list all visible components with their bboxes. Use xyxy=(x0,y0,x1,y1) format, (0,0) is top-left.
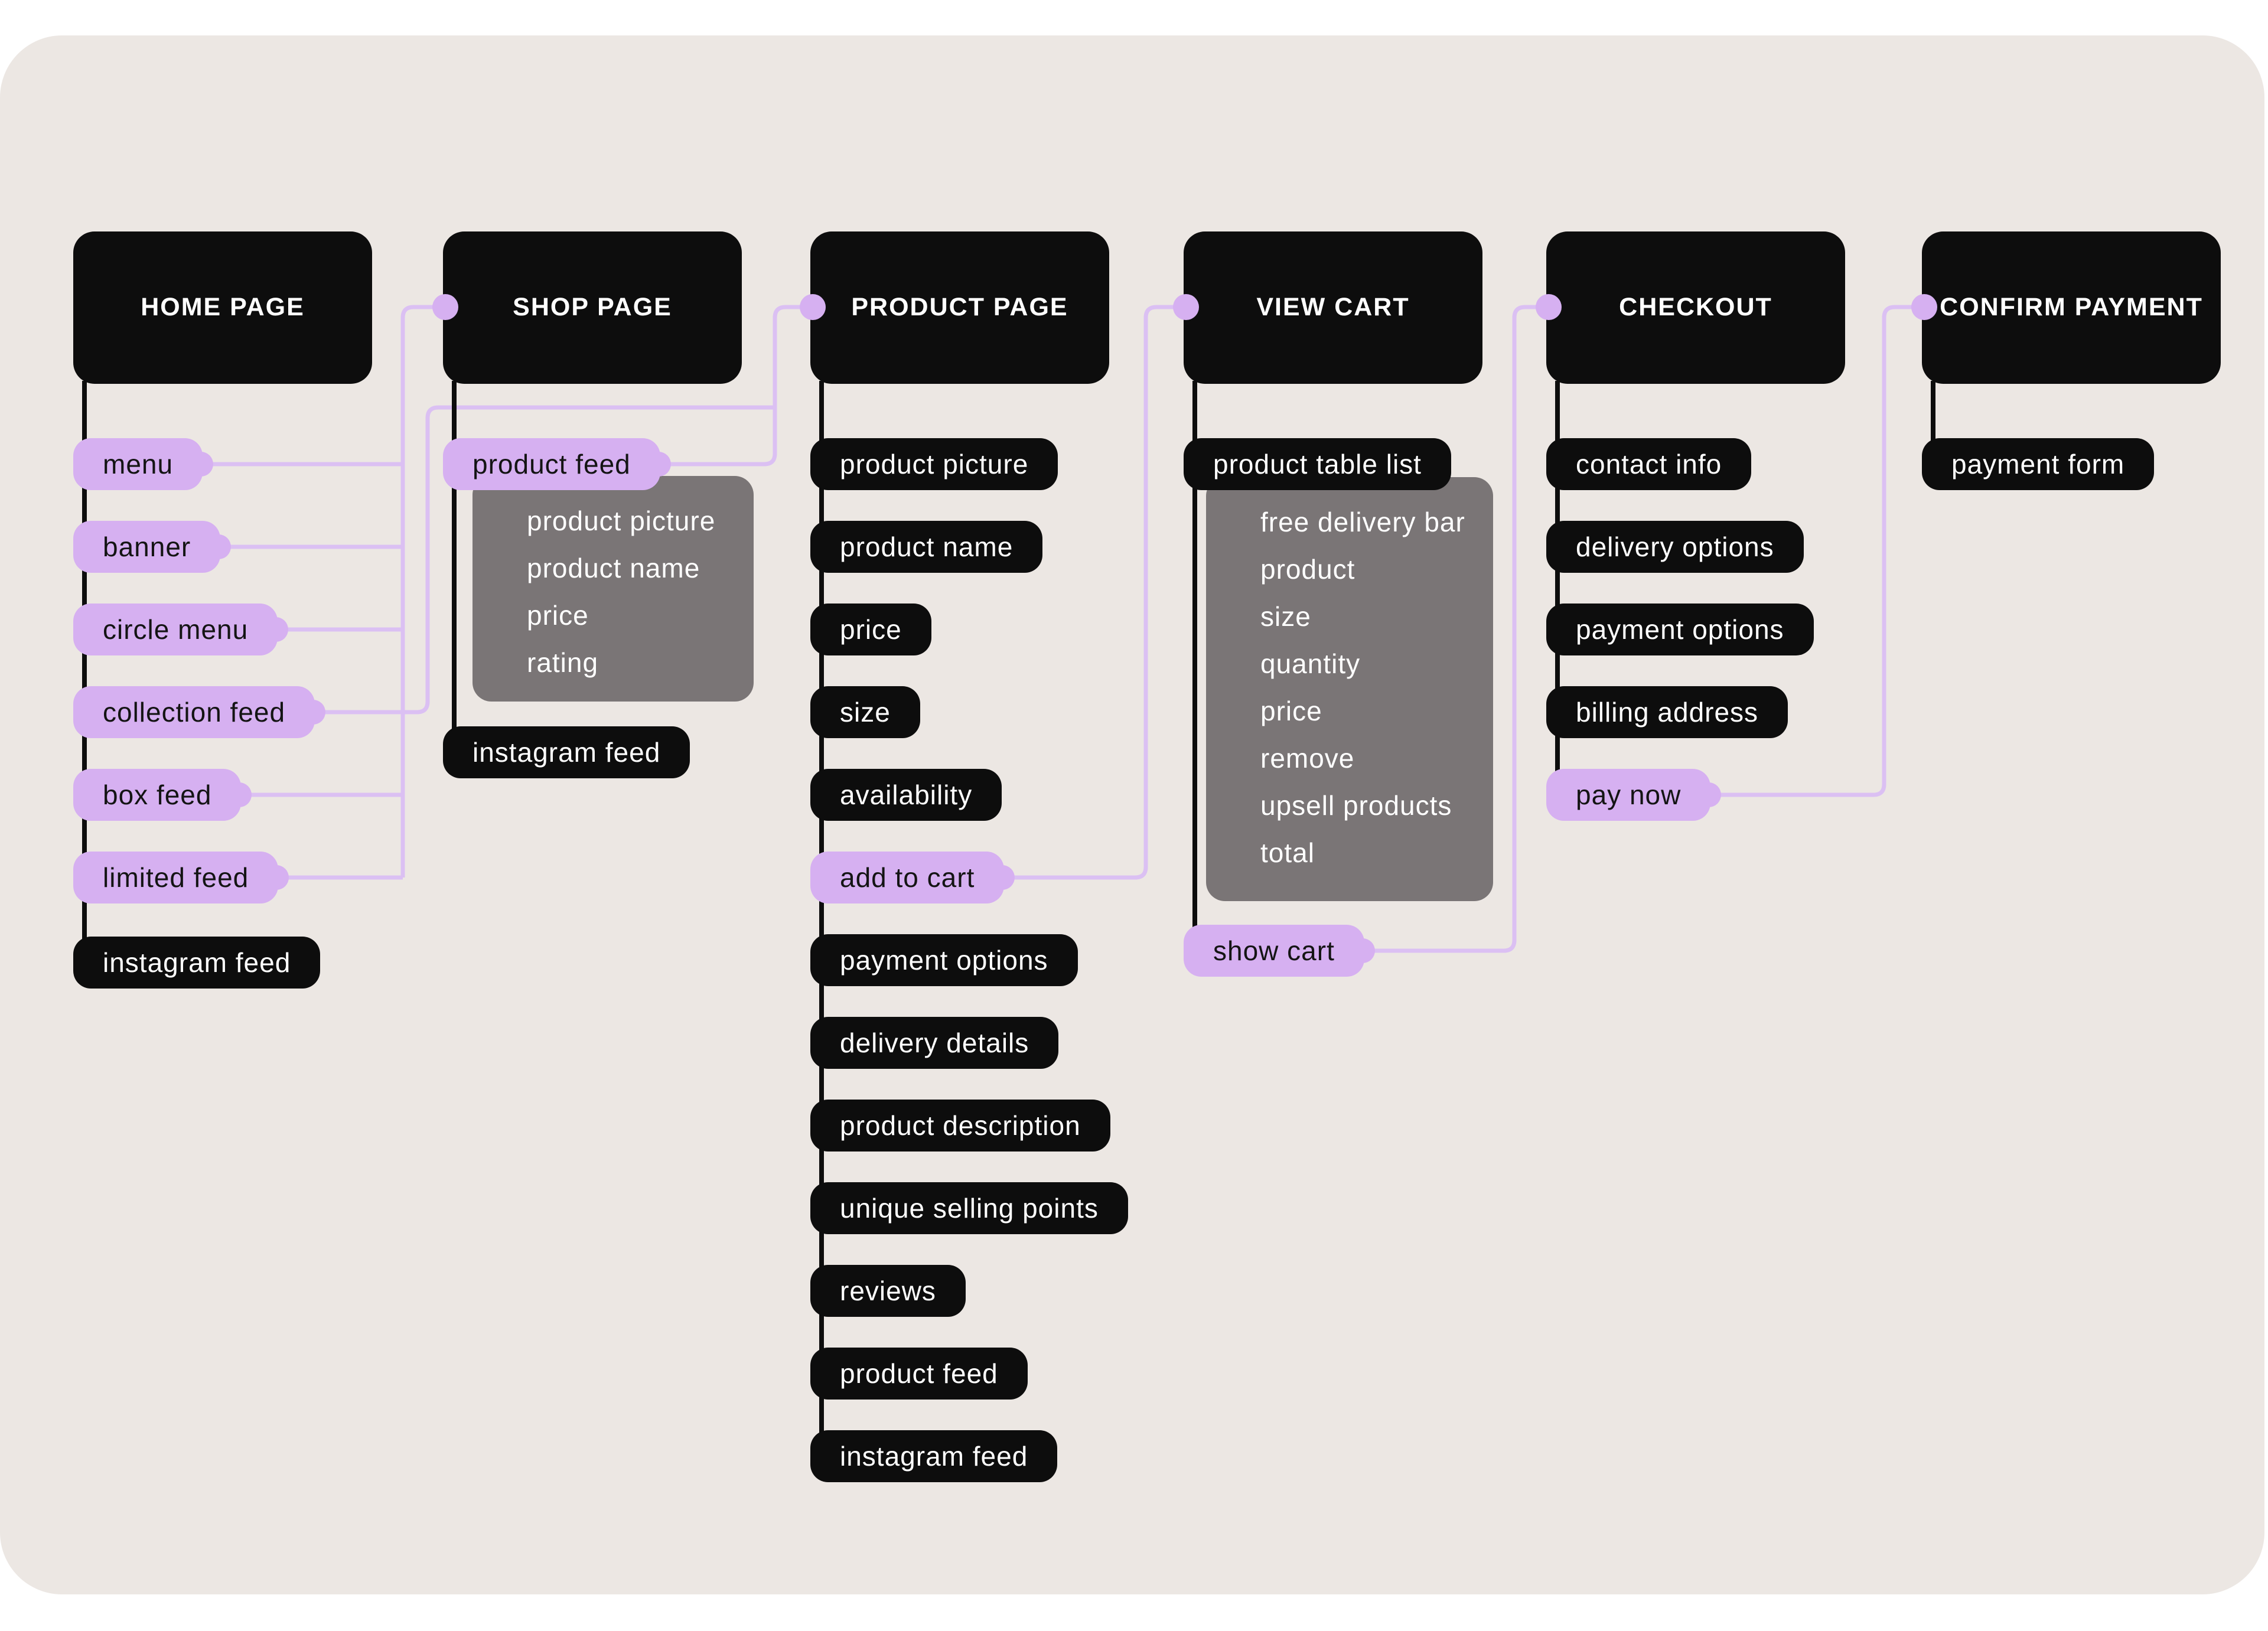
product-node-size: size xyxy=(810,686,920,738)
page-node-home: HOME PAGE xyxy=(73,231,372,384)
product-spine xyxy=(819,381,824,1456)
connector-dot-checkout xyxy=(1536,294,1562,320)
product-node-delivery-details: delivery details xyxy=(810,1017,1059,1069)
product-node-unique-selling-points: unique selling points xyxy=(810,1182,1128,1234)
checkout-spine xyxy=(1555,381,1560,795)
group-item: product picture xyxy=(527,505,716,536)
product-node-add-to-cart: add to cart xyxy=(810,852,1005,903)
product-node-price: price xyxy=(810,604,931,655)
product-node-product-name: product name xyxy=(810,521,1043,573)
group-item: quantity xyxy=(1260,648,1361,679)
shop-product-feed-group: product picture product name price ratin… xyxy=(472,476,754,702)
confirm-spine xyxy=(1931,381,1935,464)
group-item: product name xyxy=(527,553,700,583)
group-item: remove xyxy=(1260,743,1355,774)
shop-node-product-feed: product feed xyxy=(443,438,660,490)
checkout-node-delivery-options: delivery options xyxy=(1546,521,1804,573)
connector-dot-confirm xyxy=(1911,294,1937,320)
group-item: free delivery bar xyxy=(1260,507,1465,537)
page-node-confirm-payment: CONFIRM PAYMENT xyxy=(1922,231,2221,384)
group-item: size xyxy=(1260,601,1311,632)
page-node-checkout: CHECKOUT xyxy=(1546,231,1845,384)
edge-show-cart-to-checkout xyxy=(1270,305,1549,953)
group-item: total xyxy=(1260,837,1315,868)
shop-spine xyxy=(452,381,457,752)
product-node-availability: availability xyxy=(810,769,1002,821)
checkout-node-contact-info: contact info xyxy=(1546,438,1752,490)
edge-home-to-shop xyxy=(195,305,445,880)
checkout-node-billing-address: billing address xyxy=(1546,686,1788,738)
page-node-shop: SHOP PAGE xyxy=(443,231,742,384)
home-node-menu: menu xyxy=(73,438,203,490)
view-cart-spine xyxy=(1192,381,1197,951)
edge-collection-feed-to-product xyxy=(266,405,775,715)
shop-node-instagram-feed: instagram feed xyxy=(443,726,690,778)
connector-dot-view-cart xyxy=(1173,294,1199,320)
confirm-node-payment-form: payment form xyxy=(1922,438,2155,490)
edge-product-feed-to-product xyxy=(591,305,813,467)
product-node-product-feed: product feed xyxy=(810,1348,1028,1400)
connector-dot-shop xyxy=(432,294,458,320)
group-item: rating xyxy=(527,647,599,678)
product-node-payment-options: payment options xyxy=(810,934,1078,986)
diagram-canvas: product picture product name price ratin… xyxy=(0,35,2264,1594)
checkout-node-pay-now: pay now xyxy=(1546,769,1711,821)
cart-node-show-cart: show cart xyxy=(1184,925,1364,977)
cart-node-product-table-list: product table list xyxy=(1184,438,1451,490)
group-item: product xyxy=(1260,554,1355,585)
home-node-instagram-feed: instagram feed xyxy=(73,937,321,989)
group-item: price xyxy=(527,600,589,631)
edge-pay-now-to-confirm xyxy=(1624,305,1924,797)
checkout-node-payment-options: payment options xyxy=(1546,604,1814,655)
product-node-reviews: reviews xyxy=(810,1265,966,1317)
product-node-instagram-feed: instagram feed xyxy=(810,1430,1058,1482)
product-node-product-description: product description xyxy=(810,1100,1110,1152)
group-item: upsell products xyxy=(1260,790,1452,821)
home-spine xyxy=(82,381,87,963)
home-node-box-feed: box feed xyxy=(73,769,242,821)
product-node-product-picture: product picture xyxy=(810,438,1058,490)
group-item: price xyxy=(1260,696,1322,726)
connector-dot-product xyxy=(800,294,826,320)
cart-table-group: free delivery bar product size quantity … xyxy=(1206,477,1493,901)
page-node-view-cart: VIEW CART xyxy=(1184,231,1482,384)
home-node-limited-feed: limited feed xyxy=(73,852,279,903)
home-node-banner: banner xyxy=(73,521,221,573)
connector-lines xyxy=(195,305,1924,953)
page-node-product: PRODUCT PAGE xyxy=(810,231,1109,384)
home-node-collection-feed: collection feed xyxy=(73,686,315,738)
edge-add-to-cart-to-view-cart xyxy=(945,305,1186,880)
home-node-circle-menu: circle menu xyxy=(73,604,278,655)
